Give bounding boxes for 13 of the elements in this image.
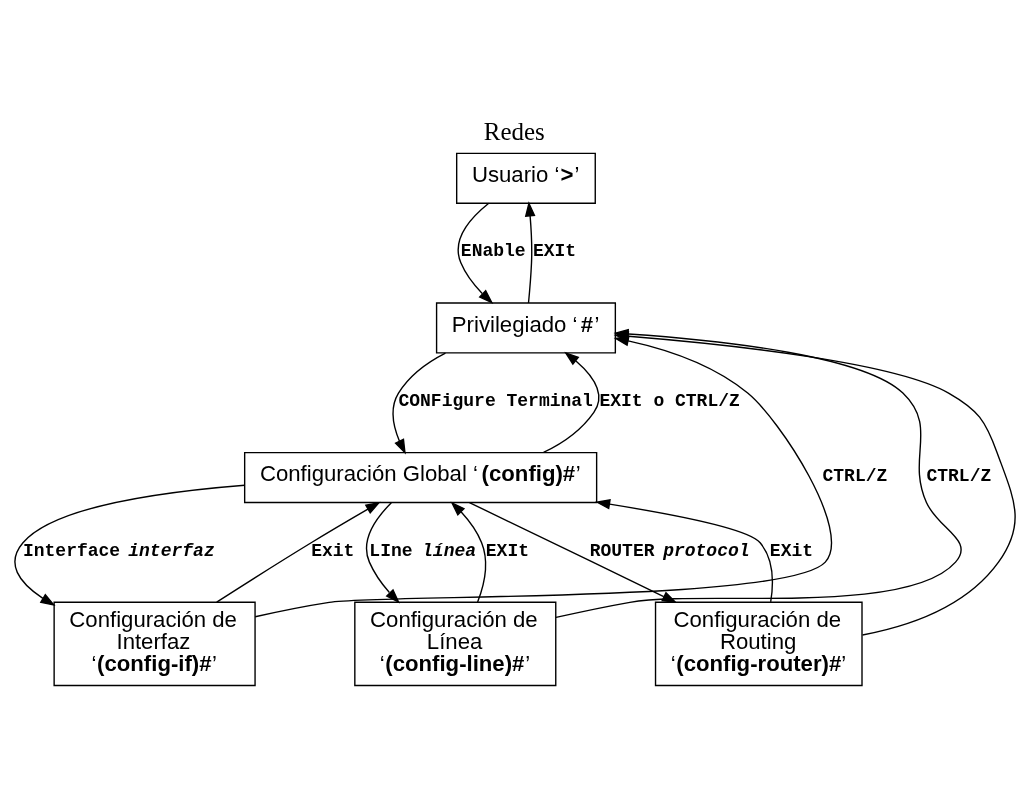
edge-label: CTRL/Z [926,465,992,486]
diagram-title: Redes [483,117,545,145]
edge-label: EXIt o CTRL/Z [599,390,740,411]
edge-label: CTRL/Z [822,465,888,486]
edge-label: CONFigure Terminal [398,390,593,411]
edge-label: LIne línea [369,540,477,561]
edge-label: Exit [311,540,355,561]
edge-label: EXIt [485,540,529,561]
edge-label: EXit [769,540,814,561]
edge-label: EXIt [532,240,577,261]
edge-label: ENable [460,240,526,261]
edge-label: Interface interfaz [22,540,215,561]
edge-label: ROUTER protocol [589,540,750,561]
